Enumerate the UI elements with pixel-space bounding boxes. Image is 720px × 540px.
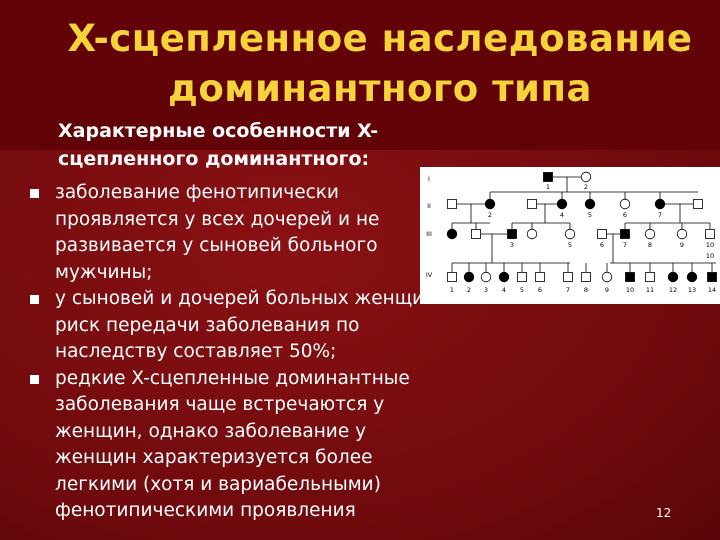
male-symbol xyxy=(693,199,703,209)
affected-female-symbol xyxy=(463,271,475,283)
affected-female-symbol xyxy=(686,271,698,283)
affected-female-symbol xyxy=(654,198,666,210)
square-bullet-icon xyxy=(30,374,39,384)
male-symbol xyxy=(447,272,457,282)
individual-number: 3 xyxy=(510,241,514,249)
male-symbol xyxy=(517,272,527,282)
female-symbol xyxy=(564,228,576,240)
male-symbol xyxy=(447,199,457,209)
slide-number: 12 xyxy=(656,506,672,520)
title-line-2: доминантного типа xyxy=(167,67,593,110)
affected-female-symbol xyxy=(584,198,596,210)
individual-number: 10 xyxy=(706,241,714,249)
individual-number: 7 xyxy=(658,211,662,219)
individual-number: 11 xyxy=(646,286,654,294)
individual-number: 1 xyxy=(546,183,550,191)
subtitle-line-1: Характерные особенности X- xyxy=(58,120,379,142)
female-symbol xyxy=(676,228,688,240)
bullet-text: заболевание фенотипически проявляется у … xyxy=(55,182,380,283)
female-symbol xyxy=(644,228,656,240)
slide-subtitle: Характерные особенности X- сцепленного д… xyxy=(58,117,428,173)
affected-female-symbol xyxy=(556,198,568,210)
affected-male-symbol xyxy=(625,272,635,282)
slide-title: X-сцепленное наследование доминантного т… xyxy=(40,14,720,114)
female-symbol xyxy=(526,228,538,240)
individual-number: 2 xyxy=(467,286,471,294)
bullet-text: редкие X-сцепленные доминантные заболева… xyxy=(55,367,410,522)
affected-female-symbol xyxy=(484,198,496,210)
bullet-item: у сыновей и дочерей больных женщин риск … xyxy=(30,286,440,366)
square-bullet-icon xyxy=(30,295,39,304)
individual-number: 6 xyxy=(538,286,542,294)
affected-male-symbol xyxy=(543,172,553,182)
bullet-list: заболевание фенотипически проявляется у … xyxy=(30,180,440,525)
male-symbol xyxy=(645,272,655,282)
affected-male-symbol xyxy=(707,272,717,282)
generation-label: III xyxy=(426,230,432,238)
individual-number: 7 xyxy=(566,286,570,294)
generation-label: I xyxy=(428,175,430,183)
individual-number: 14 xyxy=(708,286,716,294)
bullet-text: у сыновей и дочерей больных женщин риск … xyxy=(55,288,437,362)
affected-male-symbol xyxy=(507,229,517,239)
female-symbol xyxy=(619,198,631,210)
female-symbol xyxy=(480,271,492,283)
individual-number: 2 xyxy=(584,183,588,191)
square-bullet-icon xyxy=(30,189,39,198)
affected-female-symbol xyxy=(446,228,458,240)
bullet-item: редкие X-сцепленные доминантные заболева… xyxy=(30,366,440,525)
individual-number: 2 xyxy=(488,211,492,219)
individual-number: 5 xyxy=(520,286,524,294)
title-band xyxy=(0,0,720,150)
generation-label: IV xyxy=(426,271,433,279)
individual-number: 5 xyxy=(568,241,572,249)
title-line-1: X-сцепленное наследование xyxy=(67,17,693,60)
individual-number: 10 xyxy=(626,286,634,294)
individual-number: 10 xyxy=(706,252,714,260)
affected-female-symbol xyxy=(667,271,679,283)
subtitle-line-2: сцепленного доминантного: xyxy=(58,148,370,170)
individual-number: 12 xyxy=(669,286,677,294)
male-symbol xyxy=(535,272,545,282)
individual-number: 6 xyxy=(600,241,604,249)
generation-label: II xyxy=(427,202,431,210)
individual-number: 13 xyxy=(688,286,696,294)
female-symbol xyxy=(580,171,592,183)
affected-male-symbol xyxy=(620,229,630,239)
individual-number: 1 xyxy=(450,286,454,294)
male-symbol xyxy=(581,272,591,282)
individual-number: 5 xyxy=(588,211,592,219)
male-symbol xyxy=(471,229,481,239)
individual-number: 3 xyxy=(484,286,488,294)
male-symbol xyxy=(705,229,715,239)
male-symbol xyxy=(563,272,573,282)
individual-number: 8 xyxy=(584,286,588,294)
individual-number: 9 xyxy=(680,241,684,249)
male-symbol xyxy=(597,229,607,239)
female-symbol xyxy=(601,271,613,283)
individual-number: 7 xyxy=(623,241,627,249)
male-symbol xyxy=(527,199,537,209)
bullet-item: заболевание фенотипически проявляется у … xyxy=(30,180,440,286)
individual-number: 8 xyxy=(648,241,652,249)
individual-number: 4 xyxy=(502,286,506,294)
individual-number: 9 xyxy=(605,286,609,294)
individual-number: 6 xyxy=(623,211,627,219)
affected-female-symbol xyxy=(498,271,510,283)
individual-number: 4 xyxy=(560,211,564,219)
